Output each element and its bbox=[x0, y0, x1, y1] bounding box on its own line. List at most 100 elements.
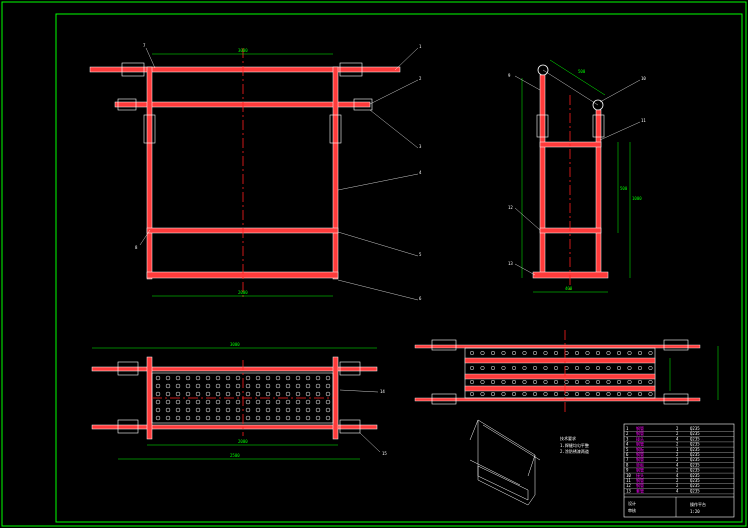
front-leader-1 bbox=[394, 47, 419, 71]
detail-hole bbox=[501, 379, 506, 385]
detail-hole bbox=[574, 379, 580, 385]
title-cell: 接头 bbox=[636, 472, 644, 478]
deck-hole bbox=[225, 383, 231, 389]
deck-hole bbox=[285, 383, 291, 389]
deck-hole bbox=[215, 391, 221, 397]
detail-hole bbox=[564, 379, 569, 385]
title-cell: 2 bbox=[676, 426, 679, 431]
deck-hole bbox=[215, 399, 221, 405]
side-callout-10: 10 bbox=[641, 76, 646, 81]
title-cell: 2 bbox=[676, 478, 679, 483]
deck-hole bbox=[305, 383, 311, 389]
title-cell: 4 bbox=[676, 473, 679, 478]
deck-hole bbox=[175, 383, 181, 389]
deck-hole bbox=[215, 407, 221, 413]
technical-notes: 技术要求 1.焊缝均匀平整 2.涂防锈漆两道 bbox=[560, 435, 589, 454]
side-view: 500 500 1000 400 9 10 11 12 13 bbox=[508, 59, 646, 293]
plan-dim-bottom-1: 2000 bbox=[238, 439, 248, 444]
title-cell: Q235 bbox=[690, 442, 700, 447]
side-callout-11: 11 bbox=[641, 118, 646, 123]
detail-hole bbox=[574, 391, 580, 397]
front-middle-beam bbox=[146, 227, 339, 234]
side-leader-1 bbox=[514, 75, 541, 91]
deck-hole bbox=[245, 399, 251, 405]
deck-hole bbox=[165, 407, 171, 413]
detail-hole bbox=[522, 379, 527, 385]
title-cell: 4 bbox=[626, 442, 629, 447]
deck-hole bbox=[225, 415, 231, 421]
title-cell: 11 bbox=[626, 478, 631, 483]
front-callout-2: 2 bbox=[419, 76, 422, 81]
deck-hole bbox=[165, 391, 171, 397]
title-cell: Q235 bbox=[690, 431, 700, 436]
plan-coupler-bl bbox=[117, 419, 139, 434]
title-cell: 钢管 bbox=[636, 451, 644, 457]
title-cell: Q235 bbox=[690, 447, 700, 452]
deck-hole bbox=[235, 415, 241, 421]
title-cell: 钢管 bbox=[636, 456, 644, 462]
deck-hole bbox=[195, 399, 201, 405]
deck-hole bbox=[175, 375, 181, 381]
deck-hole bbox=[275, 407, 281, 413]
drawing-border-inner bbox=[55, 13, 743, 523]
detail-hole bbox=[627, 391, 632, 397]
deck-hole bbox=[185, 399, 191, 405]
side-dim-bottom: 400 bbox=[565, 286, 573, 291]
deck-hole bbox=[325, 383, 331, 389]
title-cell: 套管 bbox=[636, 487, 644, 493]
deck-hole bbox=[255, 415, 261, 421]
detail-frame bbox=[464, 347, 656, 399]
deck-hole bbox=[185, 391, 191, 397]
detail-hole bbox=[532, 391, 538, 397]
detail-hole bbox=[511, 379, 517, 385]
detail-hole bbox=[648, 350, 653, 356]
deck-hole bbox=[255, 399, 261, 405]
detail-hole bbox=[637, 365, 643, 371]
deck-hole bbox=[325, 391, 331, 397]
detail-hole bbox=[606, 350, 611, 356]
title-cell: 钢管 bbox=[636, 482, 644, 488]
deck-hole bbox=[235, 375, 241, 381]
detail-hole bbox=[480, 379, 485, 385]
side-left-post bbox=[539, 74, 546, 276]
plan-left-post bbox=[146, 356, 153, 440]
deck-hole bbox=[255, 407, 261, 413]
deck-hole bbox=[195, 407, 201, 413]
deck-hole bbox=[235, 383, 241, 389]
detail-hole bbox=[553, 365, 559, 371]
notes-line-1: 1.焊缝均匀平整 bbox=[560, 442, 589, 448]
title-cell: 2 bbox=[676, 457, 679, 462]
iso-back-frame bbox=[469, 419, 536, 477]
detail-hole bbox=[574, 365, 580, 371]
deck-hole bbox=[205, 415, 211, 421]
deck-hole bbox=[285, 399, 291, 405]
deck-hole bbox=[245, 415, 251, 421]
deck-hole bbox=[235, 391, 241, 397]
detail-hole bbox=[637, 391, 643, 397]
deck-hole bbox=[215, 383, 221, 389]
deck-hole bbox=[245, 407, 251, 413]
deck-hole bbox=[295, 399, 301, 405]
front-leader-2 bbox=[369, 79, 419, 105]
plan-view: 3000 2000 2500 14 15 bbox=[91, 342, 387, 460]
front-right-post bbox=[332, 66, 339, 280]
side-dim-right-2: 1000 bbox=[632, 196, 642, 201]
deck-hole bbox=[255, 375, 261, 381]
title-cell: 1 bbox=[676, 447, 679, 452]
side-dim-right-1: 500 bbox=[620, 186, 628, 191]
front-leader-4 bbox=[337, 173, 419, 191]
deck-hole bbox=[305, 407, 311, 413]
deck-hole bbox=[305, 375, 311, 381]
plan-coupler-tr bbox=[339, 361, 361, 376]
detail-hole bbox=[553, 379, 559, 385]
plan-leader-1 bbox=[339, 389, 379, 393]
detail-hole bbox=[606, 391, 611, 397]
plan-callout-14: 14 bbox=[380, 389, 385, 394]
iso-right-frame bbox=[527, 455, 536, 506]
front-leader-5 bbox=[337, 231, 419, 257]
front-leader-6 bbox=[337, 279, 419, 301]
detail-hole bbox=[532, 365, 538, 371]
deck-hole bbox=[195, 391, 201, 397]
title-cell: 2 bbox=[676, 452, 679, 457]
